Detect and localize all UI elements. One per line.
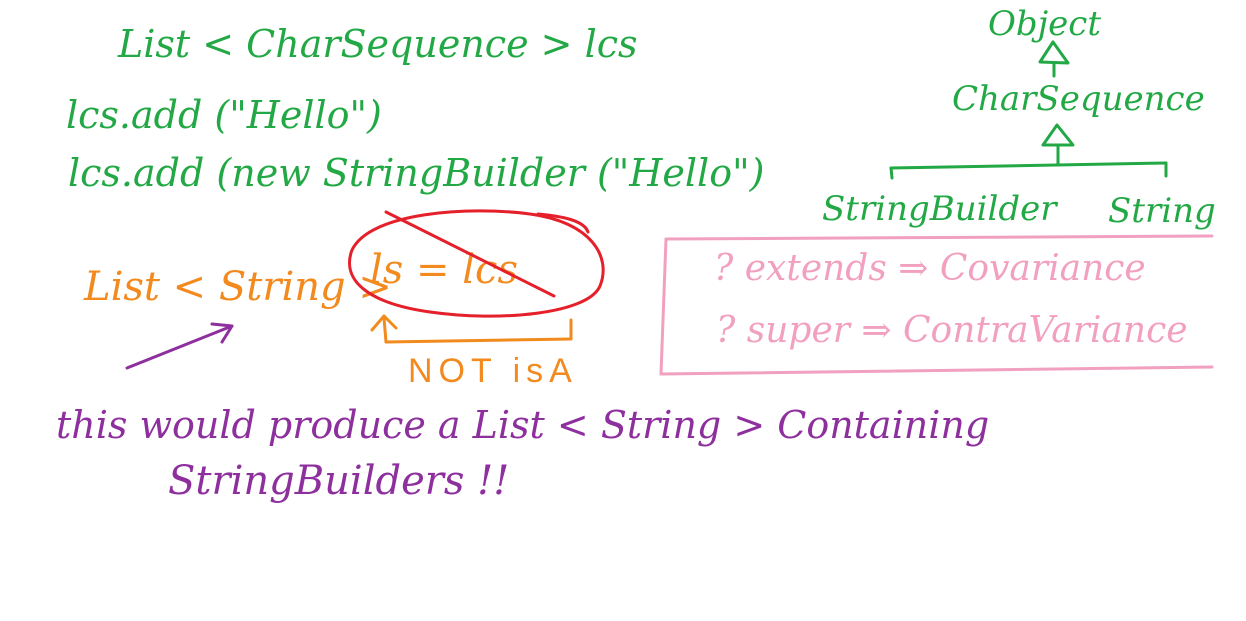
assignment-not-isa-note: NOT isA — [408, 352, 578, 390]
comment-line-1: this would produce a List < String > Con… — [56, 403, 989, 447]
code-line-declaration: List < CharSequence > lcs — [117, 22, 638, 66]
hierarchy-object-label: Object — [988, 4, 1101, 44]
arrow-icon — [125, 322, 234, 370]
arrow-icon — [370, 314, 573, 344]
variance-box — [659, 234, 1214, 376]
variance-contravariance-row: ? super ⇒ ContraVariance — [716, 310, 1188, 351]
variance-covariance-row: ? extends ⇒ Covariance — [714, 248, 1146, 289]
hollow-triangle-arrow-icon — [889, 123, 1168, 180]
code-line-add-string: lcs.add ("Hello") — [66, 93, 382, 137]
hierarchy-charsequence-label: CharSequence — [952, 79, 1205, 119]
hierarchy-stringbuilder-label: StringBuilder — [822, 189, 1058, 229]
hollow-triangle-arrow-icon — [1038, 40, 1070, 78]
assignment-left-type: List < String > — [83, 264, 392, 310]
code-line-add-builder: lcs.add (new StringBuilder ("Hello") — [68, 151, 764, 195]
cross-out-icon — [348, 209, 605, 318]
assignment-crossed-expression: ls = lcs — [370, 247, 518, 293]
hierarchy-string-label: String — [1108, 191, 1216, 231]
comment-line-2: StringBuilders !! — [168, 458, 509, 504]
